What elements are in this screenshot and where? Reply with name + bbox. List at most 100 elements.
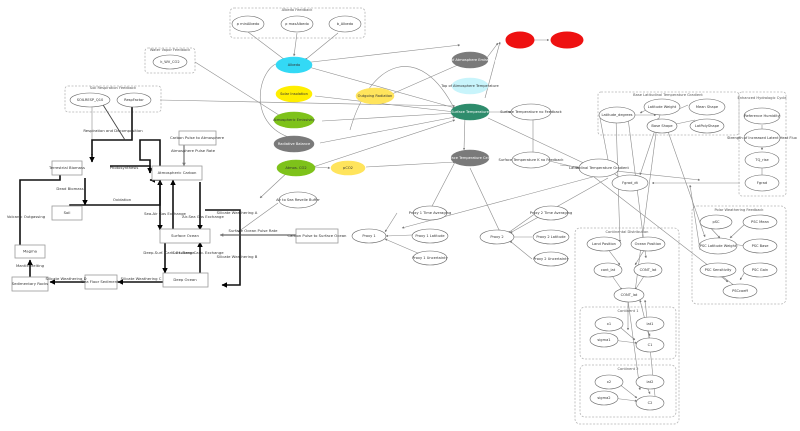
magma-box[interactable]: Magma	[14, 244, 46, 259]
node-rho-min[interactable]: ρ minAlbedo	[231, 15, 265, 33]
polar-weathering-feedback-group	[691, 205, 787, 305]
node-proxy1[interactable]: Proxy 1	[351, 228, 387, 244]
terrestrial-biomass-box[interactable]: Terrestrial Biomass	[48, 160, 85, 176]
node-proxy1-time[interactable]: Proxy 1 Time Averaging	[409, 205, 451, 221]
dead-biomass-label: Dead Biomass	[56, 186, 83, 191]
node-latitude-degrees[interactable]: Latitude_degrees	[598, 106, 636, 124]
node-atm-emissivity[interactable]: Atmospheric Emissivity	[273, 111, 316, 129]
node-outgoing-radiation[interactable]: Outgoing Radiation	[355, 87, 395, 105]
node-proxy2-time[interactable]: Proxy 2 Time Averaging	[530, 205, 572, 221]
node-c2-lat[interactable]: lat2	[635, 374, 665, 390]
node-label: PSC Latitude Weight	[700, 244, 737, 248]
soil-box[interactable]: Soil	[51, 205, 83, 221]
node-c1-x1[interactable]: x1	[594, 316, 624, 332]
sea-floor-sediments-box[interactable]: Sea Floor Sediments	[81, 274, 121, 290]
deep-ocean-box[interactable]: Deep Ocean	[162, 272, 209, 288]
node-ps-c[interactable]: pSC	[699, 214, 733, 230]
node-proxy2-unc[interactable]: Proxy 2 Uncertainty	[533, 251, 570, 267]
node-label: Air to Sea Revelle Buffer	[276, 198, 320, 202]
surface-ocean-box[interactable]: Surface Ocean	[159, 228, 211, 244]
node-top-atm-temperature[interactable]: Top of Atmosphere Temperature	[440, 77, 500, 95]
node-label: RespFactor	[124, 98, 144, 102]
node-surface-temperature[interactable]: Surface Temperature	[450, 103, 490, 121]
node-lat-poly-shape[interactable]: LatPolyShape	[689, 118, 725, 134]
node-proxy1-unc[interactable]: Proxy 1 Uncertainty	[412, 250, 449, 266]
node-c2-x2[interactable]: x2	[594, 374, 624, 390]
node-pco2[interactable]: pCO2	[330, 160, 366, 176]
node-label: Atmospheric Emissivity	[273, 118, 316, 122]
node-ref-humidity[interactable]: Reference Humidity	[743, 107, 781, 125]
node-proxy2-lat[interactable]: Proxy 2 Latitude	[532, 229, 570, 245]
node-c1-lat[interactable]: lat1	[635, 316, 665, 332]
node-lat-temp-gradient[interactable]: Latitudinal Temperature Gradient	[569, 158, 629, 178]
node-resp-factor[interactable]: RespFactor	[116, 92, 152, 108]
node-solar-insolation[interactable]: Solar Insolation	[275, 85, 313, 103]
node-cont-lat[interactable]: cont_lat	[593, 262, 623, 278]
node-label: lat2	[647, 380, 654, 384]
node-air-sea-buffer[interactable]: Air to Sea Revelle Buffer	[276, 191, 320, 209]
node-strength-t-rise[interactable]: Strength of Increased Latent Heat Flux	[727, 128, 798, 148]
atmospheric-carbon-box[interactable]: Atmospheric Carbon	[151, 165, 203, 181]
node-b-albedo[interactable]: b_Albedo	[328, 15, 362, 33]
oxidation-label: Oxidation	[113, 197, 132, 202]
node-psc-sensitivity[interactable]: PSC Sensitivity	[699, 262, 737, 278]
continental-distribution-title: Continental Distribution	[606, 230, 649, 234]
node-psc-coeff[interactable]: PSCcoeff	[722, 283, 758, 299]
node-radiative-balance[interactable]: Radiative Balance	[273, 135, 315, 153]
node-cont-lat2[interactable]: CONT_lat	[633, 262, 663, 278]
albedo-feedback-title: Albedo Feedback	[282, 8, 314, 12]
carbon-pulse-atm-label: Carbon Pulse to Atmosphere	[170, 135, 225, 140]
node-label: Proxy 2 Latitude	[536, 235, 566, 239]
volcanic-outgassing-label: Volcanic Outgassing	[7, 214, 46, 219]
node-lat-weight[interactable]: Latitude Weight	[643, 98, 681, 116]
node-surface-temp-celsius[interactable]: Surface Temperature Celsius	[444, 149, 496, 167]
node-land-position[interactable]: Land Position	[586, 236, 622, 252]
deep-surf-carb-label: Deep-Surf. Carb. Exchange	[143, 250, 195, 255]
node-label: Surface Temperature Celsius	[444, 156, 496, 160]
node-c2-c2[interactable]: C2	[635, 395, 665, 411]
node-surface-temp-k-no-fb[interactable]: Surface Temperature K no Feedback	[499, 151, 565, 169]
node-label: Proxy 2	[490, 235, 503, 239]
node-soil-resp-q10[interactable]: SOILRESP_Q10	[69, 92, 111, 108]
node-label: Reference Humidity	[744, 114, 780, 118]
node-c1-c1[interactable]: C1	[635, 337, 665, 353]
node-surface-temp-feedback[interactable]: Surface Temperature no Feedback	[500, 103, 563, 121]
mantle-melting-label: Mantle Melting	[16, 263, 45, 268]
node-psc-gain[interactable]: PSC Gain	[742, 262, 778, 278]
node-psc-lat-weight[interactable]: PSC Latitude Weight	[698, 237, 738, 255]
node-albedo[interactable]: Albedo	[275, 56, 313, 74]
node-psc-base[interactable]: PSC Base	[742, 238, 778, 254]
node-c1-sigma1[interactable]: sigma1	[589, 332, 619, 348]
node-base-shape[interactable]: Base Shape	[646, 118, 678, 134]
node-proxy2[interactable]: Proxy 2	[479, 229, 515, 245]
node-label: Top of Atmosphere Emissivity	[443, 58, 498, 62]
node-k-wv-co2[interactable]: k_WV_CO2	[152, 54, 188, 70]
node-cont-lat3[interactable]: CONT_lat	[613, 287, 645, 303]
node-label: b_Albedo	[337, 22, 354, 26]
node-label: Proxy 1 Latitude	[415, 234, 445, 238]
node-proxy1-lat[interactable]: Proxy 1 Latitude	[411, 228, 449, 244]
photosynthesis-label: Photosynthesis	[110, 165, 139, 170]
node-c2-sigma2[interactable]: sigma2	[589, 390, 619, 406]
node-fgrad-dt[interactable]: Fgrad_dt	[611, 174, 649, 192]
node-label: C1	[648, 343, 653, 347]
node-ocean-position[interactable]: Ocean Position	[630, 236, 666, 252]
node-fgrad[interactable]: Fgrad	[744, 174, 780, 192]
carbon-pulse-ocean-box[interactable]: Carbon Pulse to Surface Ocean	[288, 228, 348, 244]
red-node-2[interactable]	[550, 31, 584, 49]
node-tq-rise[interactable]: TQ_rise	[744, 151, 780, 169]
node-label: Base Shape	[651, 124, 673, 128]
carbon-pulse-atm-box[interactable]: Carbon Pulse to Atmosphere	[170, 130, 225, 146]
node-atmos-co2[interactable]: Atmos. CO2	[276, 159, 316, 177]
continent-2-title: Continent 2	[618, 367, 639, 371]
node-psc-mean[interactable]: PSC Mean	[742, 214, 778, 230]
node-top-atm-emissivity[interactable]: Top of Atmosphere Emissivity	[443, 51, 498, 69]
node-label: Surface Temperature K no Feedback	[499, 158, 565, 162]
node-mean-shape[interactable]: Mean Shape	[688, 98, 726, 116]
node-label: cont_lat	[601, 268, 616, 272]
node-label: ρ maxAlbedo	[285, 22, 309, 26]
red-node-1[interactable]	[505, 31, 535, 49]
sedimentary-rocks-box[interactable]: Sedimentary Rocks	[11, 276, 49, 292]
node-rho-max[interactable]: ρ maxAlbedo	[280, 15, 314, 33]
